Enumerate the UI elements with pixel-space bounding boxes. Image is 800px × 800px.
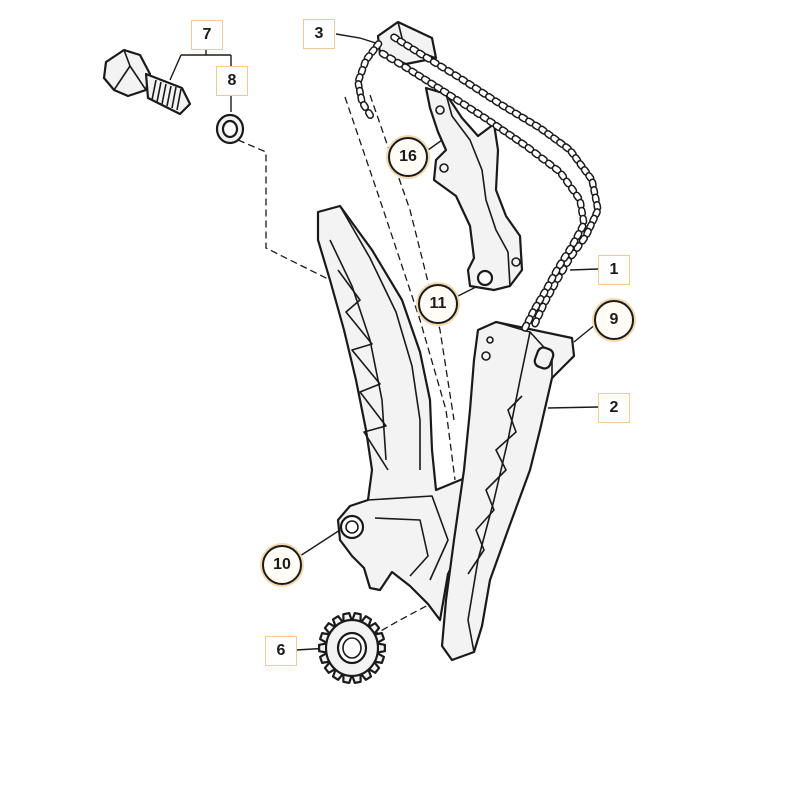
leader-10 bbox=[299, 529, 341, 557]
sprocket-bore bbox=[342, 637, 362, 659]
upper-guide-hole-1 bbox=[435, 105, 445, 115]
washer-part-8 bbox=[215, 113, 245, 145]
bolt-part-7 bbox=[102, 48, 192, 116]
guide-axis-line-1 bbox=[344, 96, 456, 481]
chain-link bbox=[531, 317, 541, 328]
callout-1: 1 bbox=[598, 255, 630, 285]
bolt-shank bbox=[144, 72, 192, 116]
upper-guide-body bbox=[424, 86, 524, 292]
washer-hole bbox=[221, 119, 239, 139]
callout-6: 6 bbox=[265, 636, 297, 666]
upper-guide-hole-3 bbox=[511, 257, 521, 267]
guide-rail-front-edge bbox=[467, 331, 531, 653]
callout-9: 9 bbox=[594, 300, 634, 340]
bolt-axis-line bbox=[237, 139, 341, 286]
guide-rail-part-2 bbox=[440, 320, 576, 662]
pivot-hole bbox=[339, 514, 365, 540]
guide-rail-pin-9 bbox=[533, 346, 555, 370]
chain-links bbox=[354, 33, 602, 332]
guide-rail-hole-1 bbox=[481, 351, 491, 361]
sprocket-part-6 bbox=[318, 612, 386, 684]
callout-2: 2 bbox=[598, 393, 630, 423]
tensioner-rail-edge bbox=[339, 205, 421, 470]
leader-lines bbox=[169, 33, 599, 651]
guide-rail-ribs bbox=[467, 395, 523, 575]
sprocket-axis-line bbox=[371, 602, 433, 637]
bolt-thread bbox=[151, 79, 182, 111]
tensioner-rail-bracket-inner bbox=[374, 517, 429, 577]
callout-11: 11 bbox=[418, 284, 458, 324]
chain-link bbox=[364, 108, 375, 120]
upper-guide-edge bbox=[445, 93, 511, 287]
guide-rail-body bbox=[440, 320, 576, 662]
bolt-head-facet bbox=[113, 65, 131, 91]
guide-rail-top-edge bbox=[495, 321, 553, 378]
upper-guide-hole-2 bbox=[439, 163, 449, 173]
timing-chain-part-1 bbox=[354, 20, 602, 332]
upper-guide-part-16 bbox=[424, 86, 524, 292]
leader-9 bbox=[573, 323, 597, 343]
chain-link bbox=[521, 321, 531, 332]
callout-16: 16 bbox=[388, 137, 428, 177]
callout-8: 8 bbox=[216, 66, 248, 96]
leader-7-bolt bbox=[169, 54, 182, 81]
callout-3: 3 bbox=[303, 19, 335, 49]
leader-1 bbox=[569, 268, 599, 271]
upper-guide-pivot bbox=[476, 269, 494, 287]
tensioner-rail-part bbox=[316, 204, 476, 622]
tensioner-rail-ribs bbox=[337, 269, 389, 471]
callout-7: 7 bbox=[191, 20, 223, 50]
guide-rail-hole-2 bbox=[486, 336, 494, 344]
pivot-hole-inner bbox=[345, 520, 359, 534]
tensioner-rail-bracket bbox=[367, 495, 449, 581]
leader-2 bbox=[547, 406, 599, 409]
callout-10: 10 bbox=[262, 545, 302, 585]
tensioner-rail-inner bbox=[329, 239, 387, 461]
